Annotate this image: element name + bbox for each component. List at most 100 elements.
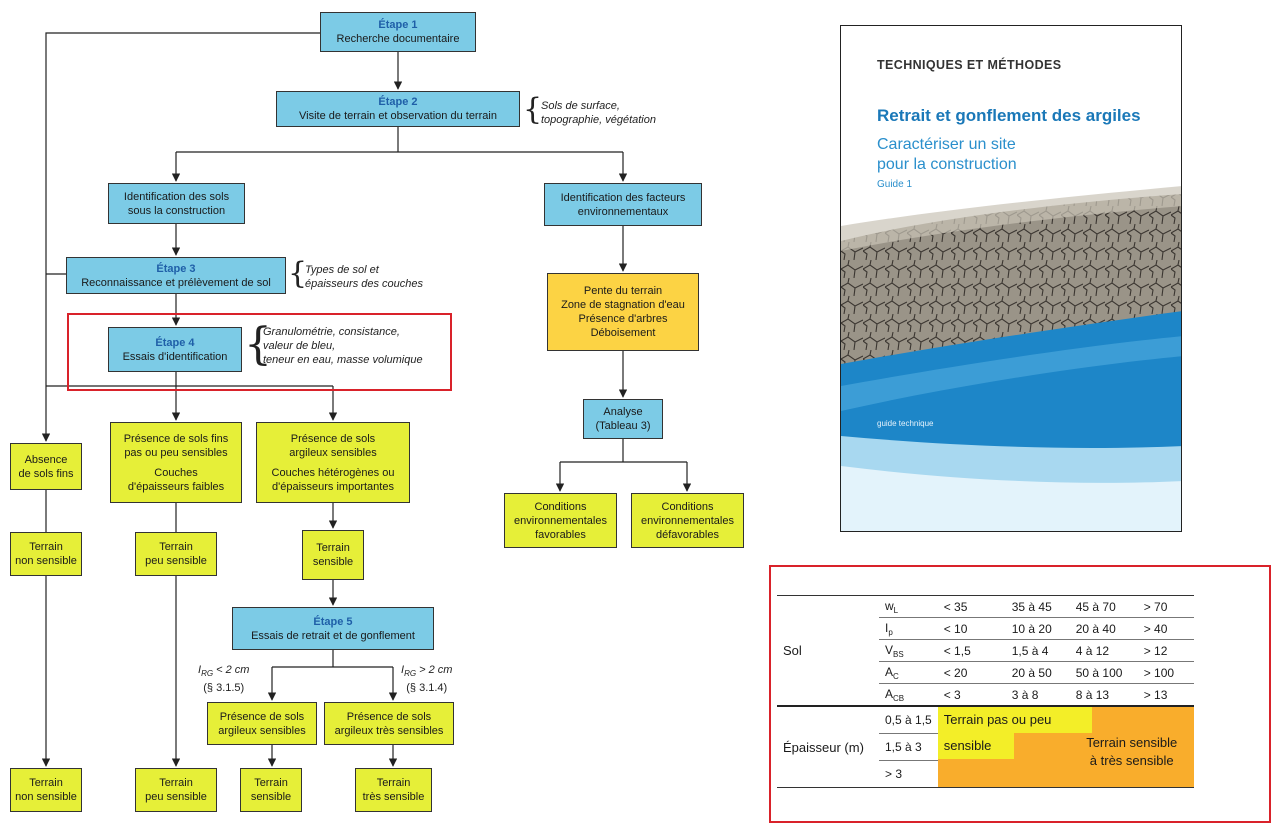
step2-brace-icon: {: [523, 92, 543, 127]
step3-text: Reconnaissance et prélèvement de sol: [81, 276, 271, 289]
analyse-line1: Analyse: [603, 406, 643, 418]
terrain-sens-2-line2: sensible: [250, 791, 292, 803]
param-sub: C: [893, 671, 899, 681]
step3-brace-icon: {: [288, 256, 308, 291]
param-sub: BS: [893, 649, 904, 659]
env-factors-line3: Présence d'arbres: [578, 313, 668, 325]
value-cell: < 35: [937, 595, 1006, 618]
env-id-line2: environnementaux: [577, 205, 669, 218]
value-cell: > 70: [1137, 595, 1194, 618]
value-cell: > 40: [1137, 617, 1194, 640]
param-name: A: [885, 686, 894, 701]
cond-fav-line3: favorables: [535, 528, 586, 541]
step2-title: Étape 2: [378, 96, 418, 108]
irg-low-ref: (§ 3.1.5): [203, 682, 245, 694]
presence-fins-line4: d'épaisseurs faibles: [127, 480, 225, 493]
param-name: A: [885, 664, 894, 679]
zone-low-line1: Terrain pas ou peu: [937, 707, 1092, 733]
cover-footer: guide technique: [877, 419, 934, 428]
cover-title: Retrait et gonflement des argiles: [877, 106, 1141, 125]
step1-text: Recherche documentaire: [336, 33, 460, 45]
classification-table-panel: Sol wL < 35 35 à 45 45 à 70 > 70 Ip < 10…: [769, 565, 1271, 823]
step1-box: Étape 1 Recherche documentaire: [320, 12, 476, 52]
terrain-sens-1-line1: Terrain: [316, 542, 350, 554]
step2-note-line1: Sols de surface,: [541, 100, 620, 112]
value-cell: 10 à 20: [1005, 617, 1070, 640]
terrain-peu-sensible-box-2: Terrain peu sensible: [135, 768, 217, 812]
guide-cover: TECHNIQUES ET MÉTHODES Retrait et gonfle…: [840, 25, 1182, 532]
param-name: w: [885, 598, 894, 613]
epaisseur-range: 0,5 à 1,5: [879, 706, 938, 734]
classification-table: Sol wL < 35 35 à 45 45 à 70 > 70 Ip < 10…: [777, 595, 1194, 788]
env-factors-box: Pente du terrain Zone de stagnation d'ea…: [547, 273, 699, 351]
zone-high-line1: Terrain sensible: [1086, 735, 1178, 750]
presence-tres-line1: Présence de sols: [346, 710, 432, 723]
terrain-tres-line1: Terrain: [376, 777, 411, 789]
zone-high-line2: à très sensible: [1089, 753, 1174, 768]
value-cell: > 12: [1137, 639, 1194, 662]
terrain-non-2-line2: non sensible: [15, 791, 77, 803]
step4-note-line1: Granulométrie, consistance,: [263, 326, 400, 338]
step2-text: Visite de terrain et observation du terr…: [299, 110, 497, 122]
param-cell: ACB: [879, 684, 938, 707]
soil-id-line2: sous la construction: [127, 204, 226, 217]
step5-box: Étape 5 Essais de retrait et de gonfleme…: [232, 607, 434, 650]
terrain-peu-1-line1: Terrain: [159, 541, 193, 553]
param-cell: Ip: [879, 617, 938, 640]
cond-fav-line2: environnementales: [514, 514, 607, 527]
value-cell: 1,5 à 4: [1005, 639, 1070, 662]
irg-low-symbol: I: [198, 664, 202, 676]
soil-id-line1: Identification des sols: [123, 190, 230, 203]
value-cell: 20 à 40: [1069, 617, 1138, 640]
step5-text: Essais de retrait et de gonflement: [251, 629, 415, 642]
value-cell: 8 à 13: [1075, 687, 1110, 702]
absence-box: Absence de sols fins: [10, 443, 82, 490]
epaisseur-label: Épaisseur (m): [783, 739, 864, 755]
value-cell: < 3: [943, 687, 961, 702]
step3-note: Types de sol et épaisseurs des couches: [305, 263, 423, 291]
cover-subtitle-line1: Caractériser un site: [877, 136, 1016, 153]
param-cell: VBS: [879, 639, 938, 662]
irg-high-sub: RG: [404, 669, 417, 678]
param-sub: p: [888, 627, 893, 637]
terrain-peu-2-line2: peu sensible: [145, 791, 207, 803]
step4-brace-icon: {: [244, 319, 272, 370]
sol-label: Sol: [783, 643, 802, 658]
terrain-peu-2-line1: Terrain: [159, 777, 193, 789]
step3-note-line1: Types de sol et: [305, 264, 379, 276]
irg-low-cond: < 2 cm: [216, 664, 250, 676]
terrain-peu-sensible-box-1: Terrain peu sensible: [135, 532, 217, 576]
conditions-favorables-box: Conditions environnementales favorables: [504, 493, 617, 548]
env-id-line1: Identification des facteurs: [560, 191, 686, 204]
step4-text: Essais d'identification: [122, 350, 228, 363]
step4-highlight: [67, 313, 452, 391]
param-name: V: [885, 642, 894, 657]
cover-guide-number: Guide 1: [877, 179, 913, 190]
env-identification-box: Identification des facteurs environnemen…: [544, 183, 702, 226]
env-factors-line1: Pente du terrain: [583, 285, 663, 297]
irg-high-cond: > 2 cm: [419, 664, 453, 676]
value-cell: > 13: [1143, 687, 1168, 702]
terrain-non-sensible-box-1: Terrain non sensible: [10, 532, 82, 576]
step3-title: Étape 3: [156, 262, 196, 275]
param-sub: L: [893, 605, 899, 615]
step2-note-line2: topographie, végétation: [541, 114, 656, 126]
presence-arg2-line1: Présence de sols: [219, 710, 305, 723]
param-cell: AC: [879, 661, 938, 684]
analyse-box: Analyse (Tableau 3): [583, 399, 663, 439]
absence-line2: de sols fins: [18, 467, 74, 480]
env-factors-line2: Zone de stagnation d'eau: [561, 299, 685, 311]
terrain-non-1-line1: Terrain: [29, 541, 63, 553]
step4-note-line2: valeur de bleu,: [263, 340, 336, 352]
param-name: I: [885, 620, 889, 635]
epaisseur-range: 1,5 à 3: [879, 733, 938, 761]
presence-fins-line2: pas ou peu sensibles: [124, 446, 228, 459]
value-cell: 4 à 12: [1069, 639, 1138, 662]
presence-arg-line1: Présence de sols: [290, 432, 376, 445]
irg-low-sub: RG: [201, 669, 214, 678]
conditions-defavorables-box: Conditions environnementales défavorable…: [631, 493, 744, 548]
cond-defav-line3: défavorables: [656, 528, 719, 541]
presence-arg-line2: argileux sensibles: [289, 446, 377, 459]
terrain-sensible-box-2: Terrain sensible: [240, 768, 302, 812]
